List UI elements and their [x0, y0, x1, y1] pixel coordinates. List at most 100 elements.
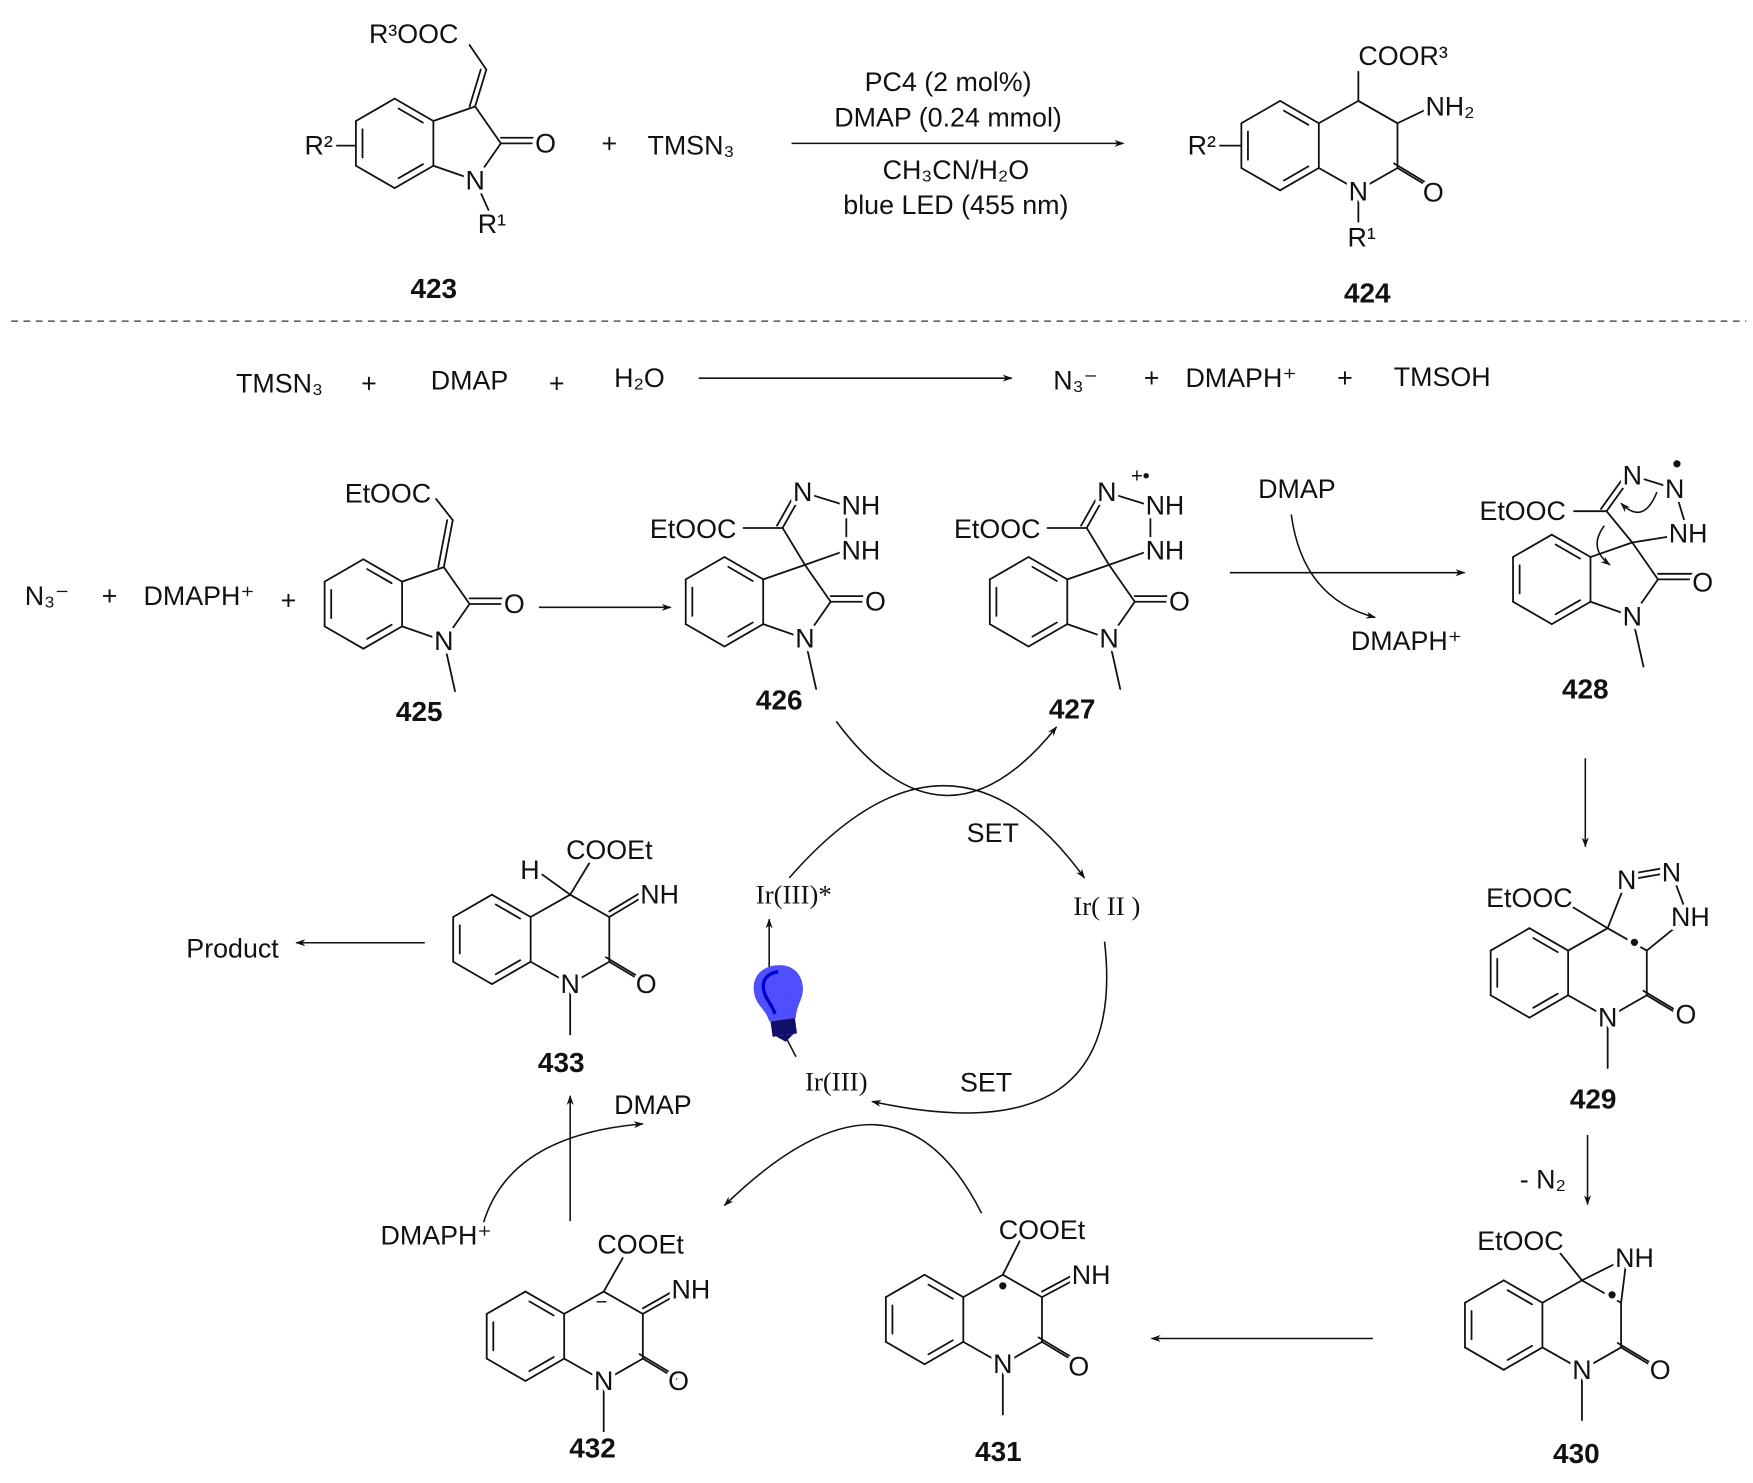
bond: [804, 600, 832, 640]
bond: [1631, 474, 1676, 490]
dmaph-formed: DMAPH⁺: [1351, 626, 1462, 656]
bond: [1631, 541, 1659, 581]
bond: [1569, 904, 1609, 930]
start-dmaph: DMAPH⁺: [143, 581, 254, 611]
plus-sign: +: [549, 369, 565, 399]
top-reaction: R³OOC R² N O R¹ + TMSN₃ PC4 (2 mol%) DMA…: [301, 15, 1479, 313]
bond: [1502, 1346, 1544, 1371]
bond: [1240, 100, 1281, 125]
bond: [528, 1356, 555, 1373]
c427-radical-cation: +•: [1131, 466, 1150, 488]
c433-ester: COOEt: [566, 835, 653, 865]
bond: [1541, 1279, 1583, 1304]
bond: [524, 1357, 566, 1382]
final-product: Product: [186, 933, 279, 963]
bond: [1581, 1346, 1622, 1371]
compound-label-423: 423: [410, 273, 457, 304]
dmaph-proton-source: DMAPH⁺: [380, 1221, 491, 1251]
bond: [1512, 600, 1553, 626]
c428-ester: EtOOC: [1479, 496, 1565, 526]
product-ester-group: COOR³: [1358, 41, 1447, 71]
bond: [927, 1283, 954, 1300]
cycle-arc-excited-to-reduced: [788, 785, 1086, 879]
mechanism: N₃⁻ + DMAPH⁺ + EtOOC N O 425 EtOOC N NH …: [21, 445, 1717, 1473]
bond: [1631, 615, 1645, 668]
bond: [1606, 994, 1648, 1019]
condition-catalyst: PC4 (2 mol%): [865, 67, 1032, 97]
activation-dmaph: DMAPH⁺: [1185, 363, 1296, 393]
bond: [1506, 1289, 1533, 1306]
bond: [432, 105, 477, 122]
bond: [1317, 100, 1360, 125]
reactant-r1: R¹: [478, 209, 506, 239]
product-r1: R¹: [1348, 222, 1376, 252]
bond: [776, 489, 799, 527]
bond: [1550, 600, 1592, 626]
reactant-ester-group: R³OOC: [369, 19, 458, 49]
bond: [884, 1340, 926, 1366]
c427-o: O: [1169, 587, 1190, 617]
bond: [442, 603, 471, 642]
c432-nh: NH: [672, 1274, 711, 1304]
bond: [401, 566, 445, 583]
product-o: O: [1423, 178, 1444, 208]
bond: [1673, 487, 1690, 535]
bond: [1080, 489, 1103, 527]
bond: [1625, 865, 1673, 876]
condition-light: blue LED (455 nm): [843, 190, 1068, 220]
compound-label-433: 433: [538, 1047, 585, 1078]
c426-ester: EtOOC: [650, 514, 736, 544]
loss-of-n2: - N₂: [1520, 1165, 1566, 1195]
bond: [962, 1340, 1004, 1366]
c428-radical: •: [1672, 449, 1681, 479]
start-azide: N₃⁻: [25, 581, 69, 611]
bond: [1283, 109, 1310, 126]
bond: [1108, 549, 1152, 566]
bond: [366, 568, 393, 585]
reactant-r2: R²: [304, 131, 332, 161]
arrow-layer: [11, 139, 1747, 1343]
bond: [884, 1273, 926, 1299]
bond: [1108, 600, 1136, 640]
compound-label-430: 430: [1553, 1438, 1600, 1469]
bond: [638, 1353, 674, 1376]
bond: [727, 621, 754, 638]
condition-base: DMAP (0.24 mmol): [834, 103, 1062, 133]
c433-nh: NH: [640, 880, 679, 910]
bond: [608, 896, 644, 918]
bond: [1528, 927, 1570, 952]
c431-ester: COOEt: [999, 1215, 1086, 1245]
bond: [1396, 108, 1427, 125]
bond: [323, 625, 365, 650]
bond: [988, 556, 1030, 581]
bond: [437, 519, 449, 568]
bond: [1605, 474, 1634, 513]
bond: [804, 637, 818, 690]
bond: [1616, 1342, 1653, 1364]
bond: [1031, 621, 1058, 638]
bond: [1581, 1279, 1622, 1304]
c425-o: O: [504, 589, 525, 619]
dmap-deprotonation-curved-arrow: [1290, 514, 1377, 619]
reactant-n: N: [465, 165, 484, 195]
c427-n: N: [1097, 477, 1116, 507]
bond: [393, 97, 435, 122]
plus-sign: +: [601, 128, 617, 158]
bond: [491, 893, 532, 918]
bond: [684, 623, 726, 648]
bond: [524, 1290, 566, 1315]
ir-excited-state: Ir(III)*: [756, 880, 832, 910]
bond: [569, 960, 611, 985]
c430-radical: •: [1607, 1280, 1616, 1310]
bond: [605, 956, 641, 979]
c430-n-ring: N: [1572, 1355, 1591, 1385]
bond: [684, 556, 726, 581]
bond: [397, 107, 424, 124]
bond: [474, 68, 488, 108]
bond: [723, 556, 765, 581]
c428-n1: N: [1623, 460, 1642, 490]
bond: [988, 623, 1030, 648]
bond: [1642, 989, 1678, 1012]
bond: [923, 1340, 965, 1366]
ir-ground-state: Ir(III): [805, 1066, 868, 1096]
